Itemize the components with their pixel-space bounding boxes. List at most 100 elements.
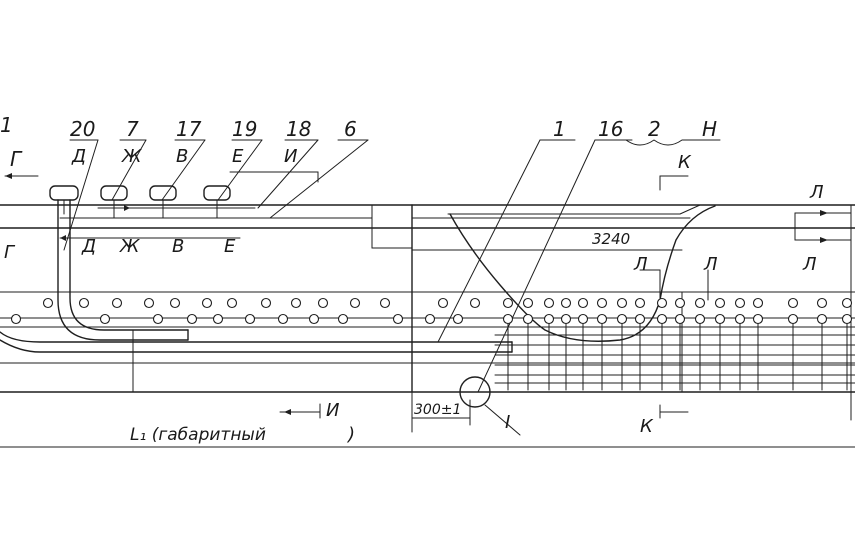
letter-zh-top: Ж [121, 146, 142, 167]
hole [674, 297, 686, 309]
dimension-300 [411, 399, 471, 426]
letter-zh-bot: Ж [119, 236, 140, 257]
letter-v-top: В [176, 146, 188, 167]
bracket-close: ) [346, 424, 355, 445]
pos-7: 7 [126, 117, 139, 141]
letter-k-top: К [678, 152, 692, 173]
pos-1: 1 [553, 117, 566, 141]
hole [152, 313, 164, 325]
hole [841, 297, 853, 309]
letter-l-4: Л [703, 254, 718, 275]
leader-lines [63, 139, 721, 393]
pos-17: 17 [176, 117, 202, 141]
hole [111, 297, 123, 309]
hole [560, 313, 572, 325]
hole [577, 313, 589, 325]
hole [752, 297, 764, 309]
hole [186, 313, 198, 325]
hole [392, 313, 404, 325]
detail-I [459, 376, 521, 436]
pos-16: 16 [598, 117, 623, 141]
letter-i-bottom: И [326, 400, 339, 421]
pos-left: 1 [0, 113, 13, 137]
hole [277, 313, 289, 325]
hole [596, 297, 608, 309]
hole [10, 313, 22, 325]
pos-18: 18 [286, 117, 311, 141]
trough [449, 204, 716, 342]
pos-h: Н [702, 117, 717, 141]
section-markers [4, 171, 852, 419]
letter-k-bot: К [640, 416, 654, 437]
lower-pipe [0, 331, 513, 353]
holes-upper [42, 297, 853, 309]
hole [452, 313, 464, 325]
holes-lower [10, 313, 853, 325]
hole [201, 297, 213, 309]
inner-panel [59, 213, 691, 229]
dimension-texts: 3240 300±1 L₁ (габаритный [130, 230, 630, 445]
hole [260, 297, 272, 309]
letter-l-1: Л [809, 182, 824, 203]
hole [714, 297, 726, 309]
hole [244, 313, 256, 325]
letter-l-2: Л [802, 254, 817, 275]
hole [317, 297, 329, 309]
hole [522, 297, 534, 309]
letter-g-top: Г [10, 147, 23, 171]
hole [634, 313, 646, 325]
hole [752, 313, 764, 325]
hole [308, 313, 320, 325]
hole [816, 297, 828, 309]
hole [841, 313, 853, 325]
detail-i-label: I [505, 412, 510, 433]
hole [379, 297, 391, 309]
pos-6: 6 [344, 117, 357, 141]
labels: 1 Г 20 7 17 19 18 6 1 16 2 Н [0, 113, 717, 171]
hole [616, 313, 628, 325]
hole [143, 297, 155, 309]
letter-v-bot: В [172, 236, 184, 257]
hole [226, 297, 238, 309]
hole [816, 313, 828, 325]
hole [714, 313, 726, 325]
hole [734, 313, 746, 325]
hole [694, 297, 706, 309]
hole [596, 313, 608, 325]
tube-bundle [494, 334, 855, 384]
length-label: L₁ (габаритный [130, 425, 266, 445]
letters: Д Ж В Е И Г Д Ж В Е К К Л Л Л Л И ) I [4, 146, 824, 445]
hole [349, 297, 361, 309]
hole [616, 297, 628, 309]
pos-20: 20 [70, 117, 95, 141]
arrows [5, 173, 828, 415]
pos-2: 2 [648, 117, 661, 141]
hole [787, 297, 799, 309]
bent-pipe [57, 199, 189, 341]
hole [502, 313, 514, 325]
hole [502, 297, 514, 309]
hole [337, 313, 349, 325]
dim-3240: 3240 [592, 230, 630, 248]
letter-d-top: Д [71, 146, 86, 167]
hole [674, 313, 686, 325]
hole [169, 297, 181, 309]
hole [469, 297, 481, 309]
hole [694, 313, 706, 325]
letter-e-top: Е [232, 146, 244, 167]
hole [543, 297, 555, 309]
hole [787, 313, 799, 325]
hole [78, 297, 90, 309]
hole [290, 297, 302, 309]
dim-300: 300±1 [414, 402, 461, 418]
hole [577, 297, 589, 309]
letter-l-3: Л [633, 254, 648, 275]
tube-verticals [507, 323, 848, 391]
hole [424, 313, 436, 325]
hole [734, 297, 746, 309]
hole [543, 313, 555, 325]
letter-e-bot: Е [224, 236, 236, 257]
letter-i-top: И [284, 146, 297, 167]
hole [656, 297, 668, 309]
hole [656, 313, 668, 325]
